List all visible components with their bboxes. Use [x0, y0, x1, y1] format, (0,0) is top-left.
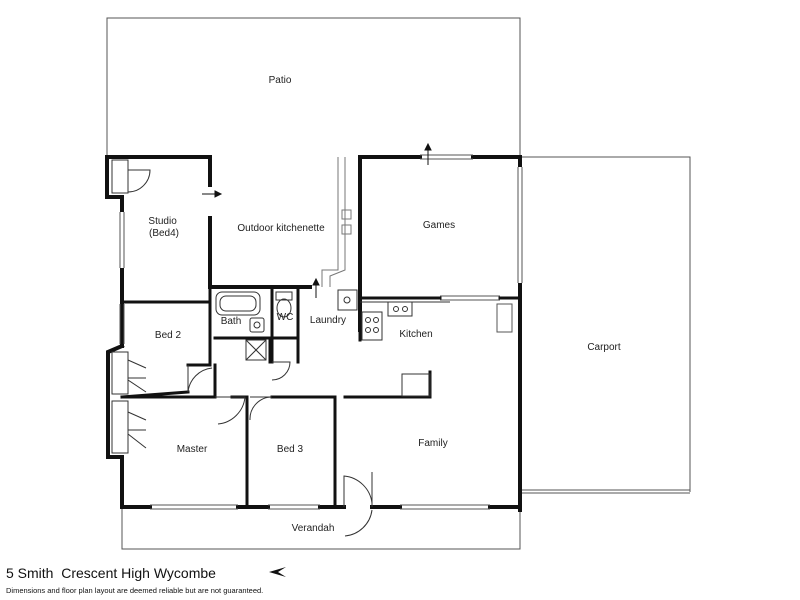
room-label-bath: Bath — [221, 316, 242, 327]
room-label-wc: WC — [277, 312, 294, 323]
room-label-laundry: Laundry — [310, 315, 346, 326]
floor-plan: Patio Studio (Bed4) Outdoor kitchenette … — [105, 17, 691, 550]
windows — [119, 154, 523, 510]
fixtures — [215, 289, 450, 397]
verandah-area — [121, 507, 521, 550]
doors — [127, 169, 373, 537]
room-label-verandah: Verandah — [292, 523, 335, 534]
kitchenette-counter — [321, 157, 352, 287]
patio-area — [106, 17, 521, 157]
room-label-studio: Studio (Bed4) — [148, 216, 179, 239]
room-label-games: Games — [423, 220, 455, 231]
carport-area — [520, 156, 691, 494]
room-label-bed3: Bed 3 — [277, 444, 304, 455]
north-arrow-icon — [269, 567, 286, 577]
room-label-bed2: Bed 2 — [155, 330, 182, 341]
exterior-walls — [105, 155, 522, 512]
robes — [111, 159, 129, 454]
entry-arrows — [202, 142, 432, 298]
footer: 5 Smith Crescent High Wycombe Dimensions… — [0, 558, 800, 600]
property-address: 5 Smith Crescent High Wycombe — [6, 565, 216, 581]
room-label-carport: Carport — [587, 342, 621, 353]
studio-line-1: Studio — [148, 216, 177, 227]
disclaimer-text: Dimensions and floor plan layout are dee… — [6, 586, 264, 595]
room-label-master: Master — [177, 444, 208, 455]
studio-line-2: (Bed4) — [149, 228, 179, 239]
room-label-outdoor-kitchenette: Outdoor kitchenette — [237, 223, 325, 234]
room-label-family: Family — [418, 438, 447, 449]
interior-walls — [120, 285, 522, 509]
room-label-patio: Patio — [269, 75, 292, 86]
room-label-kitchen: Kitchen — [399, 329, 432, 340]
